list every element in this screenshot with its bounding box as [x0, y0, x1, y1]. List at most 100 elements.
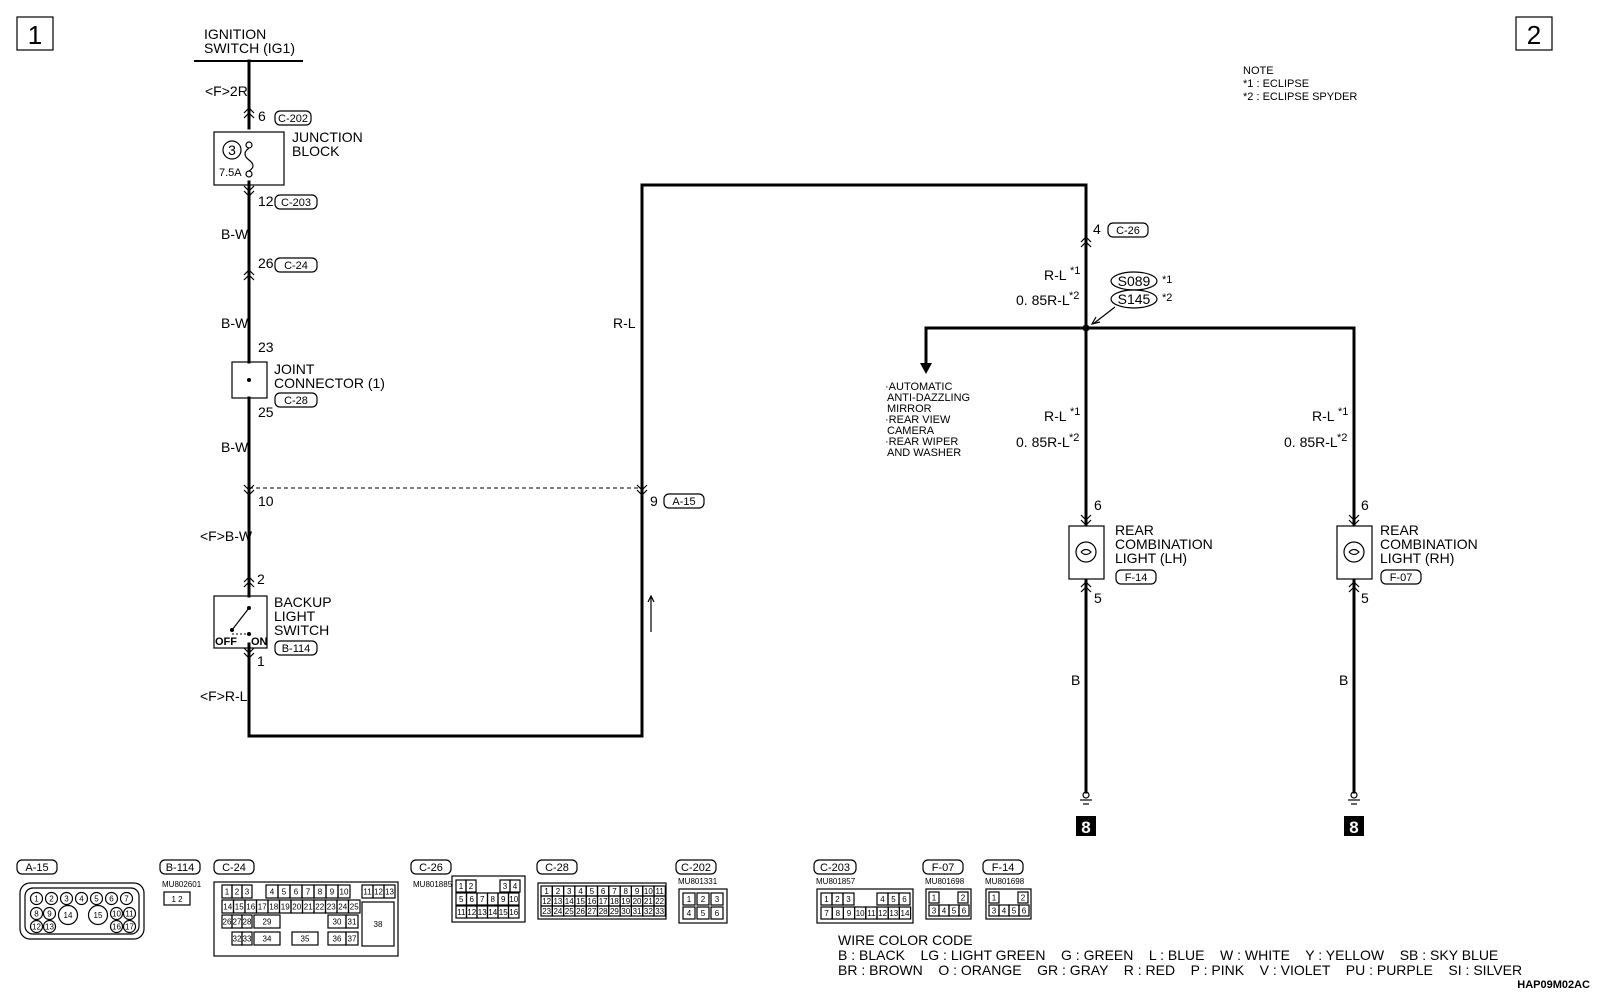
pin-label: 7: [824, 909, 829, 918]
svg-text:WIRE COLOR CODE: WIRE COLOR CODE: [838, 932, 973, 948]
pin-cell: [928, 891, 940, 904]
svg-text:MU801698: MU801698: [925, 877, 965, 886]
pin-label: 1: [459, 882, 464, 891]
pin-circle: [57, 904, 79, 926]
pin-cell: [507, 905, 520, 919]
pin-label: 26: [576, 907, 585, 916]
svg-text:·AUTOMATIC: ·AUTOMATIC: [885, 381, 952, 393]
pin-label: 1: [824, 895, 829, 904]
svg-text:C-203: C-203: [820, 862, 850, 874]
pin-cell: [345, 931, 359, 946]
pin-label: 17: [258, 903, 267, 912]
pin-cell: [958, 904, 970, 917]
svg-text:MU802601: MU802601: [162, 880, 202, 889]
ground-icon-rh: 8: [1344, 791, 1364, 837]
pin-label: 2: [961, 894, 966, 903]
svg-text:OFF: OFF: [215, 636, 237, 648]
pin-label: 16: [509, 908, 518, 917]
pin-label: 7: [306, 888, 311, 897]
pin-label: 6: [109, 895, 114, 904]
pin-label: 11: [125, 910, 134, 919]
svg-text:LIGHT (LH): LIGHT (LH): [1115, 550, 1187, 566]
pin-label: 2: [701, 895, 706, 904]
svg-text:3: 3: [228, 142, 236, 158]
pin-circle: [42, 906, 57, 921]
svg-text:COMBINATION: COMBINATION: [1115, 536, 1213, 552]
pin-label: 18: [610, 897, 619, 906]
svg-text:REAR: REAR: [1115, 522, 1154, 538]
pin-circle: [122, 906, 137, 921]
pin-label: 6: [902, 895, 907, 904]
pin-label: 3: [567, 887, 572, 896]
pin-label: 21: [304, 903, 313, 912]
diagram-code: HAP09M02AC: [1517, 979, 1590, 991]
pin-circle: [109, 919, 124, 934]
svg-text:SWITCH: SWITCH: [274, 622, 329, 638]
wire-label-bw-2: B-W: [221, 315, 249, 331]
svg-text:MIRROR: MIRROR: [887, 403, 932, 415]
continue-arrow-icon: [920, 363, 932, 374]
svg-text:B : BLACK LG : LIGHT GREEN: B : BLACK LG : LIGHT GREEN G : GREEN L :…: [838, 947, 1498, 963]
pin-label: 8: [624, 887, 629, 896]
pin-label: 15: [576, 897, 585, 906]
wire-label-rl-vertical: R-L: [613, 315, 636, 331]
pin-circle: [89, 891, 104, 906]
pin-label: 9: [847, 909, 852, 918]
svg-text:8: 8: [1349, 818, 1358, 837]
pin-label: 15: [94, 911, 103, 920]
svg-text:JOINT: JOINT: [274, 361, 315, 377]
pin-label: 6: [1022, 907, 1027, 916]
svg-text:A-15: A-15: [25, 862, 48, 874]
pin-circle: [119, 891, 134, 906]
pin-label: 30: [621, 907, 630, 916]
pin-label: 24: [338, 903, 347, 912]
rear-combination-light-rh: 6 REAR COMBINATION LIGHT (RH) F-07 5 B: [1336, 497, 1478, 688]
svg-text:0. 85R-L: 0. 85R-L: [1016, 434, 1070, 450]
pin-label: 5: [891, 895, 896, 904]
pin-label: 8: [836, 909, 841, 918]
connector-c24-inline: 26 C-24: [258, 255, 318, 273]
pin-label: 31: [633, 907, 642, 916]
pin-label: 1: [225, 888, 230, 897]
page-number-box-left: [16, 16, 54, 51]
pin-label: 17: [125, 923, 134, 932]
pin-label: 14: [64, 911, 73, 920]
pin-label: 15: [499, 908, 508, 917]
pin-circle: [29, 906, 44, 921]
pin-label: 5: [590, 887, 595, 896]
note-block: NOTE *1 : ECLIPSE *2 : ECLIPSE SPYDER: [1243, 65, 1357, 103]
pin-label: 4: [880, 895, 885, 904]
pin-label: 4: [687, 909, 692, 918]
svg-text:C-24: C-24: [284, 260, 308, 272]
pin-label: 10: [509, 895, 518, 904]
splice-point: [1082, 324, 1090, 332]
pin-label: 1: [932, 894, 937, 903]
bulb-icon: [1075, 541, 1097, 563]
pin-label: 24: [553, 907, 562, 916]
pin-label: 14: [901, 909, 910, 918]
pin-label: 30: [333, 918, 342, 927]
pin-cell: [988, 891, 1000, 904]
svg-text:*1: *1: [1162, 274, 1172, 286]
pin-label: 7: [612, 887, 617, 896]
pin-label: 10: [340, 888, 349, 897]
svg-text:F-07: F-07: [1390, 572, 1413, 584]
pin-circle: [44, 891, 59, 906]
svg-text:*2: *2: [1069, 290, 1079, 302]
svg-text:R-L: R-L: [1312, 408, 1335, 424]
svg-text:ON: ON: [251, 636, 268, 648]
svg-text:BACKUP: BACKUP: [274, 594, 332, 610]
pin-label: 14: [565, 897, 574, 906]
pin-label: 7: [124, 895, 129, 904]
wire-labels-rh: R-L *1 0. 85R-L *2: [1284, 406, 1348, 450]
pin-label: 33: [243, 935, 252, 944]
svg-text:CONNECTOR (1): CONNECTOR (1): [274, 375, 385, 391]
pin-label: 2: [556, 887, 561, 896]
svg-text:C-28: C-28: [284, 395, 308, 407]
pin-label: 36: [333, 935, 342, 944]
pin-cell: [241, 931, 253, 946]
pin-cell: [509, 879, 521, 893]
svg-text:LIGHT (RH): LIGHT (RH): [1380, 550, 1454, 566]
svg-text:JUNCTION: JUNCTION: [292, 129, 363, 145]
svg-text:MU801698: MU801698: [985, 877, 1025, 886]
